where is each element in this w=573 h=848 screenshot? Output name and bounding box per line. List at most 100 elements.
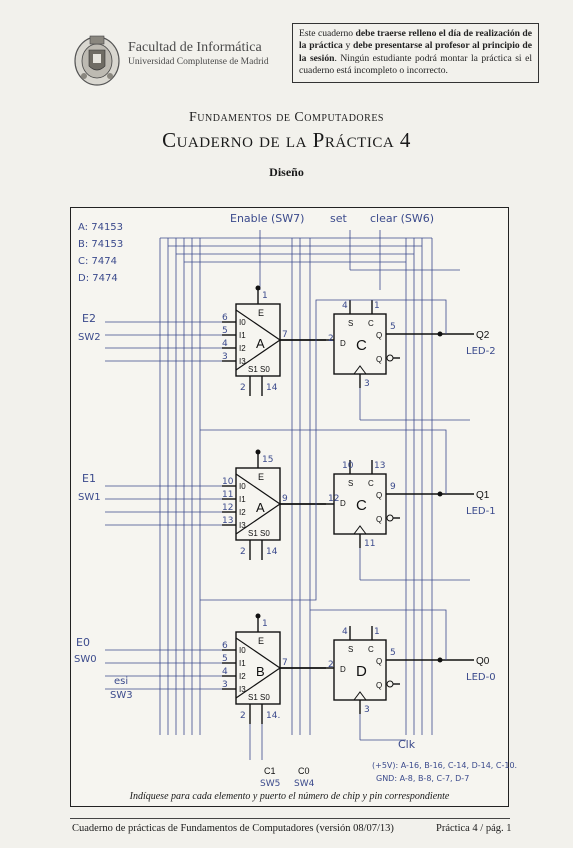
mux-input-pin: 10 xyxy=(222,477,234,487)
ff-qbar-label: Q xyxy=(376,515,382,524)
ff-clear-pin: 1 xyxy=(374,627,380,637)
mux-input-pin: 6 xyxy=(222,313,228,323)
qbar-bubble xyxy=(386,514,394,522)
mux-enable-pin: 1 xyxy=(262,619,268,629)
faculty-block: Facultad de Informática Universidad Comp… xyxy=(128,40,298,68)
ff-led-label: LED-2 xyxy=(466,346,496,357)
university-name: Universidad Complutense de Madrid xyxy=(128,57,269,67)
page-title: Cuaderno de la Práctica 4 xyxy=(162,128,411,152)
mux-select-label: S1 S0 xyxy=(248,365,270,374)
ff-output-name: Q0 xyxy=(476,656,490,667)
input-esi: esi xyxy=(114,676,128,687)
chip-note: C: 7474 xyxy=(78,256,117,267)
ff-clk-pin: 3 xyxy=(364,379,370,389)
mux-select-pin: 14 xyxy=(266,383,278,393)
clock-label: Clk xyxy=(398,738,416,751)
output-node xyxy=(437,657,443,663)
ff-d-pin: 2 xyxy=(328,660,334,670)
mux-letter: B xyxy=(256,664,265,679)
chip-note: D: 7474 xyxy=(78,273,118,284)
mux-input-name: I2 xyxy=(239,344,246,353)
notice-text-part: y xyxy=(342,40,354,52)
mux-input-pin: 4 xyxy=(222,667,228,677)
mux-output-pin: 7 xyxy=(282,658,288,668)
flip-flop-ff_mid xyxy=(333,473,443,535)
ff-letter: D xyxy=(356,663,367,680)
qbar-bubble xyxy=(386,354,394,362)
ff-set-pin: 4 xyxy=(342,301,348,311)
section-heading: Diseño xyxy=(269,165,304,179)
ff-set-pin: 10 xyxy=(342,461,354,471)
notice-text-part: debe presentarse al profesor al principi… xyxy=(299,40,532,64)
mux-input-name: I1 xyxy=(239,331,246,340)
mux-input-pin: 3 xyxy=(222,352,228,362)
clock-marker xyxy=(353,691,367,701)
select-c0: C0 xyxy=(298,766,310,776)
diagram-frame xyxy=(70,207,509,807)
output-node xyxy=(437,331,443,337)
mux-input-name: I3 xyxy=(239,357,246,366)
mux-letter: A xyxy=(256,500,265,515)
ff-qbar-label: Q xyxy=(376,355,382,364)
input-e2: E2 xyxy=(82,312,96,325)
mux-select-pin: 14 xyxy=(266,547,278,557)
ff-clk-pin: 3 xyxy=(364,705,370,715)
enable-node xyxy=(255,449,261,455)
wire xyxy=(200,299,447,601)
ff-q-pin: 5 xyxy=(390,648,396,658)
faculty-name: Facultad de Informática xyxy=(128,40,262,55)
mux-input-pin: 6 xyxy=(222,641,228,651)
ff-set-label: S xyxy=(348,645,353,654)
ff-body xyxy=(333,313,387,375)
mux-body xyxy=(235,631,281,705)
power-pins-note: (+5V): A-16, B-16, C-14, D-14, C-10. xyxy=(372,761,517,770)
clock-marker xyxy=(353,365,367,375)
mux-input-name: I2 xyxy=(239,672,246,681)
ff-output-name: Q1 xyxy=(476,490,490,501)
mux-select-pin: 2 xyxy=(240,711,246,721)
diagram-caption: Indíquese para cada elemento y puerto el… xyxy=(129,791,450,802)
multiplexer-mux_bot xyxy=(235,613,282,705)
ff-clk-pin: 11 xyxy=(364,539,375,549)
select-c1: C1 xyxy=(264,766,276,776)
select-sw5: SW5 xyxy=(260,779,280,789)
mux-input-name: I3 xyxy=(239,521,246,530)
mux-input-name: I3 xyxy=(239,685,246,694)
mux-input-name: I0 xyxy=(239,482,246,491)
notice-text-part: . Ningún estudiante podrá montar la prác… xyxy=(299,52,532,76)
chip-note: A: 74153 xyxy=(78,222,123,233)
set-label: set xyxy=(330,212,347,225)
mux-input-pin: 4 xyxy=(222,339,228,349)
mux-input-pin: 5 xyxy=(222,654,228,664)
notice-text-part: Este cuaderno xyxy=(299,28,356,39)
input-sw1: SW1 xyxy=(78,492,101,503)
ff-output-name: Q2 xyxy=(476,330,490,341)
footer-page-number: Práctica 4 / pág. 1 xyxy=(436,823,512,834)
qbar-bubble xyxy=(386,680,394,688)
mux-enable-label: E xyxy=(258,636,264,646)
ground-pins-note: GND: A-8, B-8, C-7, D-7 xyxy=(376,774,469,783)
ff-clear-label: C xyxy=(368,645,374,654)
notice-text-part: debe traerse relleno el día de realizaci… xyxy=(299,28,532,52)
ff-clear-pin: 1 xyxy=(374,301,380,311)
input-sw3: SW3 xyxy=(110,690,133,701)
mux-body xyxy=(235,303,281,377)
footer-document-title: Cuaderno de prácticas de Fundamentos de … xyxy=(72,823,394,834)
multiplexer-mux_top xyxy=(235,285,282,377)
mux-input-name: I1 xyxy=(239,495,246,504)
input-sw2: SW2 xyxy=(78,332,101,343)
input-e1: E1 xyxy=(82,472,96,485)
mux-input-name: I2 xyxy=(239,508,246,517)
mux-triangle xyxy=(235,473,282,535)
mux-output-pin: 7 xyxy=(282,330,288,340)
ff-data-label: D xyxy=(340,499,346,508)
ff-d-pin: 2 xyxy=(328,334,334,344)
mux-input-pin: 3 xyxy=(222,680,228,690)
enable-label: Enable (SW7) xyxy=(230,212,304,225)
ff-clear-label: C xyxy=(368,319,374,328)
ff-clear-label: C xyxy=(368,479,374,488)
flip-flop-ff_bot xyxy=(333,639,443,701)
mux-input-name: I0 xyxy=(239,318,246,327)
mux-triangle xyxy=(235,637,282,699)
mux-enable-pin: 15 xyxy=(262,455,273,465)
